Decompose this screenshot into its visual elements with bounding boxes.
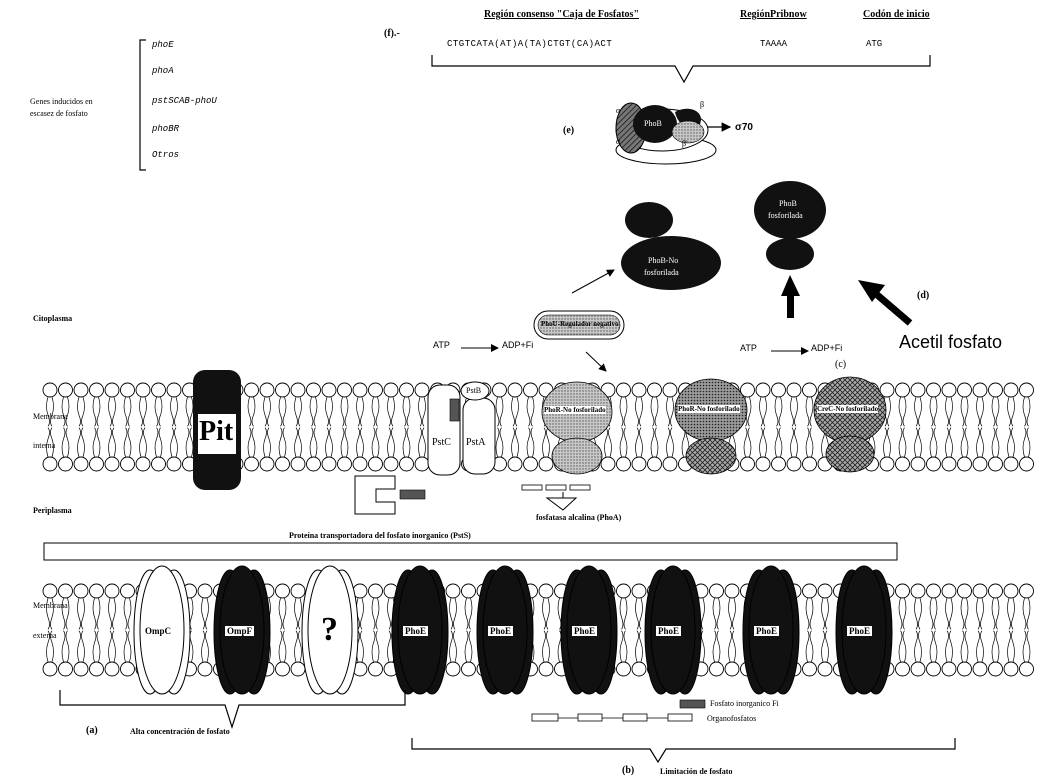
c-label: (c)	[835, 359, 846, 370]
phou-label: PhoU-Regulador negativo	[541, 320, 618, 328]
porin-label: OmpC	[145, 626, 171, 636]
beta-prime: β'	[682, 139, 688, 148]
psts-label: Proteína transportadora del fosfato inor…	[289, 531, 471, 540]
pribnow-sequence: TAAAA	[760, 39, 787, 49]
phob-phos-line-2: fosforilada	[768, 211, 803, 220]
gene-bracket	[140, 40, 146, 170]
pst-periplasmic-shape	[355, 476, 395, 514]
legend-pi-label: Fosfato inorganico Fi	[710, 699, 779, 708]
region-periplasm: Periplasma	[33, 506, 72, 515]
beta: β	[700, 100, 704, 109]
porin-label: PhoE	[847, 626, 872, 636]
pst-complex	[428, 382, 495, 475]
region-cytoplasm: Citoplasma	[33, 314, 72, 323]
porin-label: PhoE	[403, 626, 428, 636]
arrow-to-phob	[572, 270, 614, 293]
e-label: (e)	[563, 125, 574, 136]
psts-bar	[44, 543, 897, 560]
start-codon: ATG	[866, 39, 882, 49]
phob-in-polymerase: PhoB	[644, 119, 662, 128]
porin-label: PhoE	[488, 626, 513, 636]
phob-phosphorylated	[754, 181, 826, 270]
inner-membrane-bilayer	[43, 383, 1034, 471]
legend-organo-label: Organofosfatos	[707, 714, 756, 723]
porin-label: PhoE	[754, 626, 779, 636]
promoter-brace	[432, 55, 930, 82]
region-outer-2: externa	[33, 631, 57, 640]
gene-phoa: phoA	[152, 66, 174, 76]
arrow-acetyl	[858, 280, 910, 323]
acetyl-phosphate: Acetil fosfato	[899, 332, 1002, 353]
adp-2: ADP+Fi	[811, 343, 842, 353]
genes-label-2: escasez de fosfato	[30, 109, 88, 118]
gene-otros: Otros	[152, 150, 179, 160]
phoa-label: fosfatasa alcalina (PhoA)	[536, 513, 621, 522]
header-start: Codón de inicio	[863, 9, 930, 20]
b-label: (b)	[622, 765, 634, 776]
porin-label: OmpF	[225, 626, 254, 636]
legend-organo-swatch	[532, 714, 692, 721]
sigma-70: σ70	[735, 122, 753, 133]
gene-phoe: phoE	[152, 40, 174, 50]
phor-1	[542, 382, 612, 474]
porin-label: PhoE	[572, 626, 597, 636]
porin-label: ?	[321, 611, 338, 649]
pi-molecule	[400, 490, 425, 499]
gene-phobr: phoBR	[152, 124, 179, 134]
adp-1: ADP+Fi	[502, 340, 533, 350]
brace-b	[412, 738, 955, 762]
phob-unphos-line-1: PhoB-No	[648, 256, 678, 265]
d-label: (d)	[917, 290, 929, 301]
brace-a	[60, 690, 405, 727]
arrow-to-phor	[586, 352, 606, 371]
genes-label-1: Genes inducidos en	[30, 97, 93, 106]
pstc-label: PstC	[432, 437, 451, 448]
phor1-label: PhoR-No fosforilado	[544, 406, 606, 414]
atp-2: ATP	[740, 343, 757, 353]
pstb-label: PstB	[466, 386, 481, 395]
consensus-sequence: CTGTCATA(AT)A(TA)CTGT(CA)ACT	[447, 39, 612, 49]
region-outer-1: Membrana	[33, 601, 68, 610]
crec-label: CreC-No fosforilado	[817, 405, 878, 413]
alpha-2: α	[616, 137, 620, 146]
arrow-up-phosphorylation	[781, 275, 800, 318]
f-label: (f).-	[384, 28, 400, 39]
b-text: Limitación de fosfato	[660, 767, 732, 776]
alpha-1: α	[616, 106, 620, 115]
pit-label: Pit	[199, 416, 233, 448]
phob-phos-line-1: PhoB	[779, 199, 797, 208]
a-text: Alta concentración de fosfato	[130, 727, 230, 736]
phor2-label: PhoR-No fosforilado	[678, 405, 740, 413]
region-inner-1: Membrana	[33, 412, 68, 421]
rna-polymerase	[616, 103, 730, 164]
header-consensus: Región consenso "Caja de Fosfatos"	[484, 9, 639, 20]
phob-unphos-line-2: fosforilada	[644, 268, 679, 277]
region-inner-2: interna	[33, 441, 55, 450]
psta-label: PstA	[466, 437, 485, 448]
legend-pi-swatch	[680, 700, 705, 708]
gene-pst: pstSCAB-phoU	[152, 96, 217, 106]
phoa-enzyme	[522, 485, 590, 510]
atp-1: ATP	[433, 340, 450, 350]
porin-label: PhoE	[656, 626, 681, 636]
header-pribnow: RegiónPribnow	[740, 9, 807, 20]
a-label: (a)	[86, 725, 98, 736]
